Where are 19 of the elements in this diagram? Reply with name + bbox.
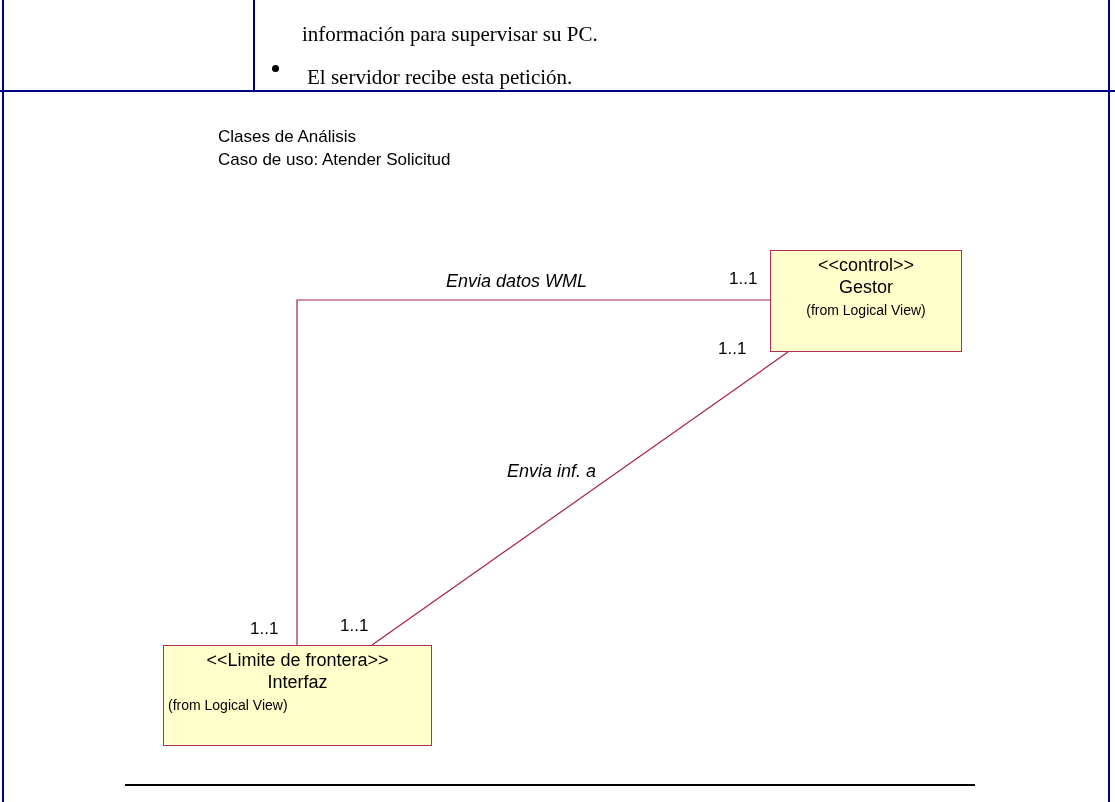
multiplicity-label: 1..1 bbox=[340, 617, 369, 634]
text-line: El servidor recibe esta petición. bbox=[307, 65, 573, 90]
package-note: (from Logical View) bbox=[168, 696, 289, 716]
stereotype-text: <<Limite de frontera>> bbox=[205, 650, 390, 672]
stereotype-text: <<control>> bbox=[816, 255, 916, 277]
heading-text: Clases de Análisis bbox=[218, 128, 356, 145]
class-box bbox=[770, 250, 962, 352]
edge-label: Envia inf. a bbox=[505, 462, 599, 480]
package-note: (from Logical View) bbox=[805, 301, 927, 321]
multiplicity-label: 1..1 bbox=[250, 620, 279, 637]
class-name: Interfaz bbox=[266, 671, 329, 694]
text-line: información para supervisar su PC. bbox=[302, 22, 598, 47]
class-name: Gestor bbox=[838, 276, 894, 299]
multiplicity-label: 1..1 bbox=[729, 270, 758, 287]
association-line bbox=[296, 299, 771, 646]
class-box bbox=[163, 645, 432, 746]
multiplicity-label: 1..1 bbox=[718, 340, 747, 357]
heading-text: Caso de uso: Atender Solicitud bbox=[218, 151, 451, 168]
association-line bbox=[371, 351, 789, 646]
